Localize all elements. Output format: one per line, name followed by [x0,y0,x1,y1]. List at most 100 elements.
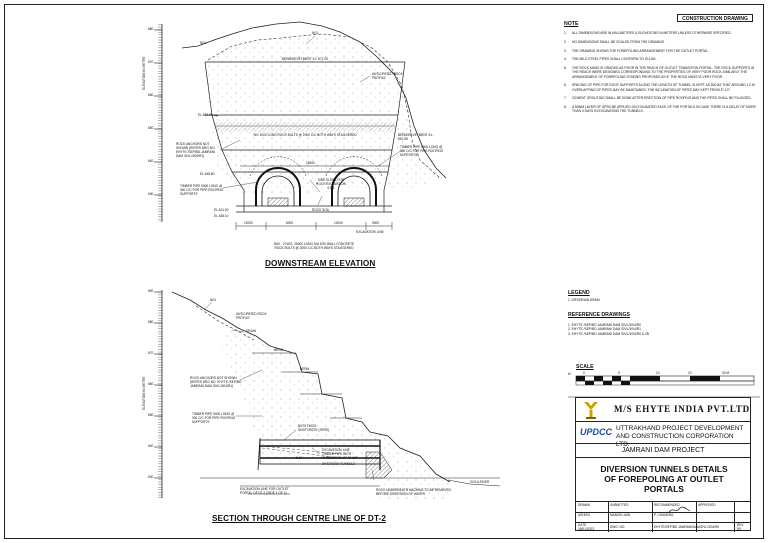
approved-label: APPROVED [698,503,716,507]
section-tick: 650 [148,413,154,417]
note-item: 6.SPACING OF PIPE FOR ROOF SUPPORTS ALON… [564,83,755,92]
bottom-note: ROCK BOLTS @ 2000 C/C BOTH WAYS STAGGERE… [274,246,354,250]
references-list: 1. EHYTE /SEP/BD JAMRANI DAM /DVL/3/04/R… [568,323,649,336]
construction-drawing-stamp: CONSTRUCTION DRAWING [677,14,753,22]
rock-underneath-note: ROCK UNDERNEATH MACHINE TO BE REMOVED BE… [376,488,451,496]
dim-label: 12000 [244,221,253,225]
company-row: M/S EHYTE INDIA PVT.LTD [576,398,750,422]
section-tick: 680 [148,320,154,324]
reference-item: 3. EHYTE /SEP/BD JAMRANI DAM /DVL/3/04/R… [568,331,649,336]
drain-label: DRAIN [246,329,256,333]
elev-tick: 640 [148,159,154,163]
legend-item: 1. DRY/DRAIN DRAIN [568,298,600,302]
project-row: JAMRANI DAM PROJECT [576,444,750,458]
section-tick: 690 [148,289,154,293]
note-item: 8.A 50MM LAYER OF SFRS BE APPLIED ON EXC… [564,105,756,114]
ngl-label: NGL [200,41,207,45]
scale-tick: 20 [688,371,692,375]
elev-tick: 650 [148,126,154,130]
note-item: 2.NO DIMENSIONS SHALL BE SCALED FROM THE… [564,39,666,44]
company-name: M/S EHYTE INDIA PVT.LTD [614,404,750,414]
section-title: SECTION THROUGH CENTRE LINE OF DT-2 [212,514,387,523]
slope-note: SIDE SLOPE FOR ROCK EXCAVATION 0.5:1 [316,178,346,190]
submitted-label: SUBMITTED [610,503,629,507]
slope-label: 5:10 [296,456,303,460]
elev-tick: 680 [148,27,154,31]
title-block: M/S EHYTE INDIA PVT.LTD UPDCC UTTRAKHAND… [575,397,751,532]
el-label: EL 648.80 [200,172,215,176]
dim-label: 15000 [306,161,315,165]
client-row: UPDCC UTTRAKHAND PROJECT DEVELOPMENT AND… [576,422,750,448]
scale-tick: M [568,372,571,376]
note-item: 1.ALL DIMENSIONS ARE IN MILLIMETRES & EL… [564,31,732,35]
dim-label: 12000 [334,221,343,225]
project-name: JAMRANI DAM PROJECT [621,447,705,454]
elev-tick: 670 [148,60,154,64]
notes-heading: NOTE [564,21,579,27]
section-tick: 630 [148,475,154,479]
legend-heading: LEGEND [568,290,590,296]
rock-profile-label: ANTICIPATED ROCK PROFILE [372,72,403,80]
reference-item: 1. EHYTE /SEP/BD JAMRANI DAM /DVL/3/04/R… [568,323,641,327]
berm-label: BERM [274,348,284,352]
ngl-label: NGL [210,298,217,302]
berm-right-label: BERM/REVETMENT EL. 651.50 [398,133,434,141]
reference-item: 2. EHYTE /SEP/BD JAMRANI DAM /DVL/3/04/R… [568,327,641,332]
dim-label: 6000 [286,221,294,225]
anchors-note: ROCK ANCHORS NOT SHOWN (REFER DRG NO. EH… [190,376,242,388]
sheet-frame [4,4,764,539]
drawing-title: DIVERSION TUNNELS DETAILS OF FOREPOLING … [600,464,728,494]
el-label: EL 663.00 [198,113,213,117]
rock-profile-label: ANTICIPATED ROCK PROFILE [236,312,267,320]
rev-label: REV [737,523,744,527]
company-logo-icon [584,402,598,419]
rev-value: R0 [737,527,742,531]
client-name: UTTRAKHAND PROJECT DEVELOPMENT AND CONST… [616,425,744,448]
section-tick: 660 [148,382,154,386]
date-label: DATE [578,523,587,527]
scale-tick: 10 [656,371,660,375]
elev-tick: 660 [148,93,154,97]
anchors-note: ROCK ANCHORS NOT SHOWN (REFER DRG NO. EH… [176,142,216,158]
berm-label: BERM/REVETMENT EL. 671.00 [282,57,328,61]
el-label: EL 638.10 [214,214,229,218]
river-label: GOLA RIVER [470,480,490,484]
dwg-no-label: DWG. NO. [610,525,626,529]
scale-tick: 0 [583,371,585,375]
drawn-by: ASHISH [578,513,590,517]
el-label: EL 641.00 [214,208,229,212]
drawn-label: DRAWN [578,503,590,507]
note-item: 4.THE MILD STEEL PIPES SHALL CONFORM TO … [564,57,657,62]
rock-soil-label: ROCK SOIL [312,208,330,212]
signature-icon [668,506,691,513]
bolts-note: SN: 1000 LONG ROCK BOLTS @ 2000 C/C BOTH… [253,133,357,137]
note-item: 3.THE DRAWING SHOWS THE FOREPOLING ARRAN… [564,48,709,53]
scale-heading: SCALE [576,364,594,370]
references-heading: REFERENCE DRAWINGS [568,312,630,318]
excavation-portal-note: EXCAVATION LINE FOR OUTLET PORTAL OF DT-… [240,487,289,495]
dwg-no-value: EHYTE/SEP/BD JAMRANI/DAM/DVL/3/04/R0 [654,525,720,529]
tunnels-label: DIVERSION TUNNELS [322,462,356,466]
recommended-label: RECOMMENDED [654,503,680,507]
notes-list: 1.ALL DIMENSIONS ARE IN MILLIMETRES & EL… [564,31,759,114]
scale-tick: 5 [618,371,620,375]
excavation-line-label: EXCAVATION LINE [356,230,384,234]
scale-bar [575,375,755,386]
recommended-by: P. CHANDRA [654,513,674,517]
shotcrete-note: 50/75 THICK SHOTCRETE (SFRS) [298,424,330,432]
section-axis-label: ELEVATION IN METRE [142,376,146,410]
pipes-note: TIMBER PIPE 9000 LONG @ 300 C/C FOR PIPE… [192,412,236,424]
scale-tick: 30 M [722,371,730,375]
section-tick: 670 [148,351,154,355]
ngl-label: NGL [312,31,319,35]
elevation-scale [154,24,163,222]
section-tick: 640 [148,444,154,448]
bottom-note: RAV : 2 NOS. 25000 LONG DIA M70 WALL CON… [273,242,355,246]
pipes-right-note: TIMBER PIPE 9000 LONG @ 300 C/C FOR PIPE… [400,145,444,157]
date-value: 18/01/2023 [578,527,594,531]
submitted-by: MANISH JAIN [610,513,631,517]
dim-label: 3000 [372,221,380,225]
notes-panel: NOTE 1.ALL DIMENSIONS ARE IN MILLIMETRES… [564,16,759,396]
